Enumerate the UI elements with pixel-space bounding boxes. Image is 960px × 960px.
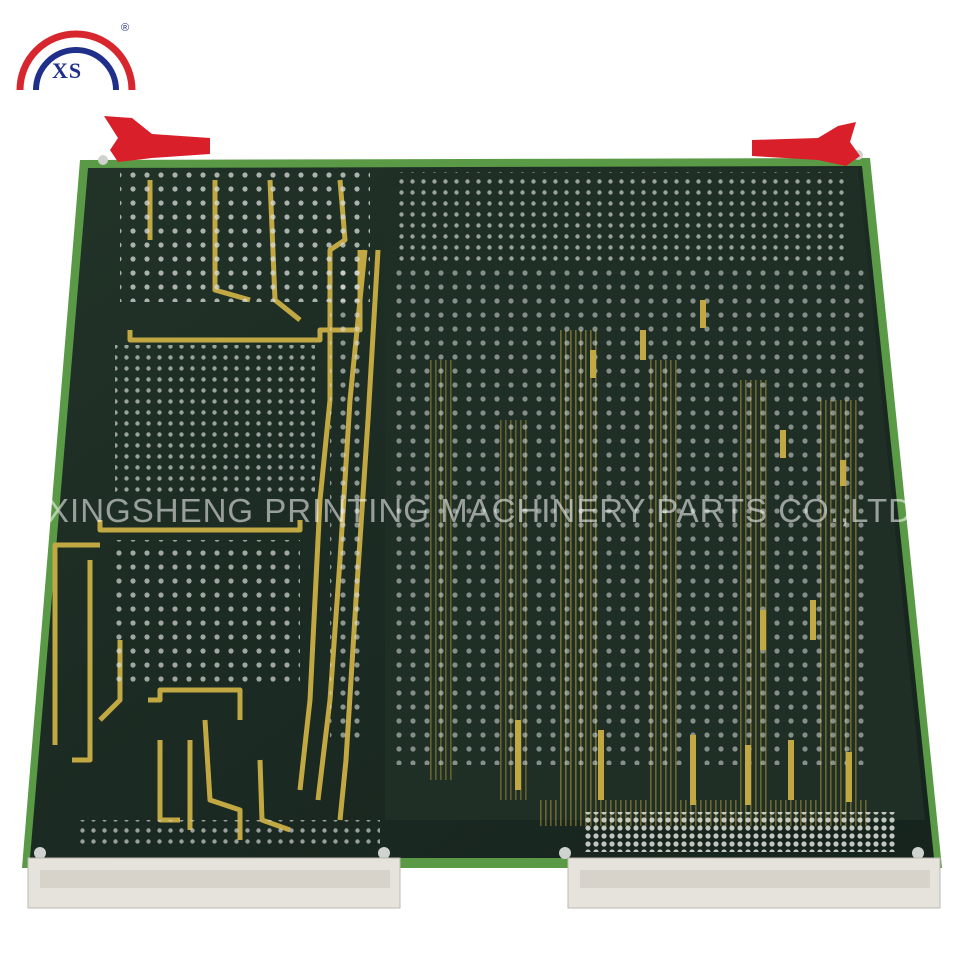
right-ejector-handle [752, 122, 860, 166]
left-section-pads [80, 172, 380, 848]
right-section-pads [395, 172, 895, 852]
right-edge-connector [567, 857, 941, 909]
left-edge-connector [27, 857, 401, 909]
watermark-text: XINGSHENG PRINTING MACHINERY PARTS CO.,L… [47, 492, 913, 529]
mounting-holes [34, 150, 924, 859]
left-ejector-handle [104, 116, 210, 162]
registered-mark: ® [121, 22, 130, 34]
logo-arc-icon [16, 30, 136, 91]
logo-text: XS [52, 58, 83, 83]
xs-logo [12, 14, 142, 104]
right-section-markers [515, 300, 852, 805]
